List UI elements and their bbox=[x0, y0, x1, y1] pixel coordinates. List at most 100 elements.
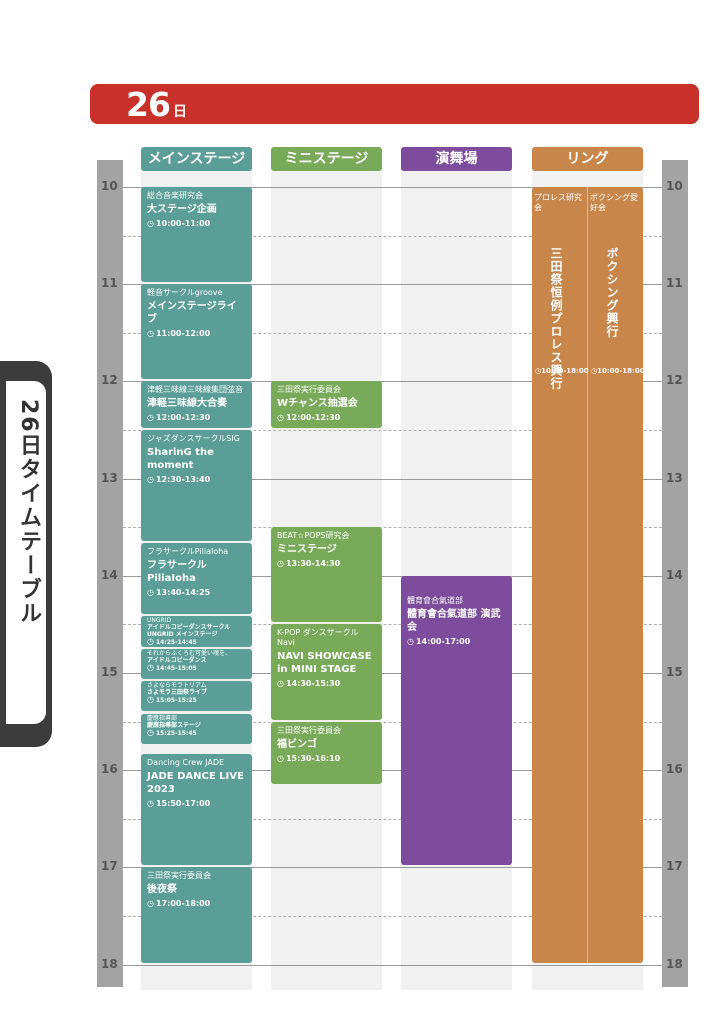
hour-label-left: 12 bbox=[101, 373, 118, 388]
event-time: ◷15:50-17:00 bbox=[147, 799, 246, 809]
event-block[interactable]: 総合音楽研究会大ステージ企画◷10:00-11:00 bbox=[141, 187, 252, 283]
event-time-text: 13:40-14:25 bbox=[155, 588, 211, 598]
side-tab: 26日タイムテーブル bbox=[0, 361, 52, 747]
event-time: ◷15:05-15:25 bbox=[147, 696, 246, 705]
event-title: ミニステージ bbox=[277, 544, 337, 556]
clock-icon: ◷ bbox=[535, 367, 542, 375]
event-block[interactable]: 三田祭実行委員会後夜祭◷17:00-18:00 bbox=[141, 867, 252, 963]
event-time-text: 12:30-13:40 bbox=[155, 475, 211, 484]
left-time-rail bbox=[97, 160, 123, 987]
hour-line bbox=[123, 381, 662, 383]
event-time: ◷17:00-18:00 bbox=[147, 899, 246, 909]
event-organizer: フラサークルPiliaIoha bbox=[147, 547, 229, 557]
event-time: ◷10:00-18:00 bbox=[591, 367, 645, 375]
half-hour-line bbox=[123, 916, 662, 917]
event-block[interactable]: 三田祭実行委員会福ビンゴ◷15:30-16:10 bbox=[271, 721, 382, 785]
event-time-text: 17:00-18:00 bbox=[155, 899, 211, 909]
event-time-text: 14:00-17:00 bbox=[415, 636, 471, 646]
clock-icon: ◷ bbox=[147, 219, 154, 228]
event-title: JADE DANCE LIVE 2023 bbox=[147, 771, 244, 795]
event-time-text: 14:30-15:30 bbox=[285, 679, 341, 689]
half-hour-line bbox=[123, 332, 662, 334]
event-organizer: UNGRID bbox=[147, 617, 172, 625]
hour-line bbox=[123, 284, 662, 286]
event-organizer: Dancing Crew JADE bbox=[147, 758, 225, 767]
event-time-text: 15:30-16:10 bbox=[285, 753, 341, 763]
hour-label-left: 14 bbox=[101, 567, 118, 582]
hour-label-right: 16 bbox=[666, 762, 683, 777]
event-time: ◷11:00-12:00 bbox=[147, 329, 246, 339]
event-block[interactable]: ジャズダンスサークルSIG SharinG the moment ◷12:30-13… bbox=[141, 430, 252, 542]
hour-label-left: 13 bbox=[101, 470, 118, 485]
event-organizer: 體育會合氣道部 bbox=[407, 595, 463, 605]
hour-label-right: 11 bbox=[666, 276, 683, 291]
half-hour-line bbox=[123, 818, 662, 820]
event-block[interactable]: 體育會合氣道部體育會合氣道部 演武会◷14:00-17:00 bbox=[401, 575, 512, 866]
event-time-text: 10:00-18:00 bbox=[541, 367, 589, 375]
event-time: ◷12:00-12:30 bbox=[147, 413, 246, 423]
event-title: 三田祭恒例プロレス興行 bbox=[549, 247, 563, 390]
half-hour-line bbox=[123, 527, 662, 529]
hour-label-left: 17 bbox=[101, 859, 118, 874]
column-header-enbujo: 演舞場 bbox=[401, 147, 512, 171]
event-time-text: 10:00-18:00 bbox=[597, 367, 645, 375]
hour-line bbox=[123, 575, 662, 577]
half-hour-line bbox=[123, 430, 662, 431]
event-time-text: 15:25-15:45 bbox=[155, 729, 197, 737]
event-time: ◷13:30-14:30 bbox=[277, 559, 376, 569]
event-time: ◷15:30-16:10 bbox=[277, 754, 376, 764]
ring-event-time: ◷10:00-18:00 bbox=[535, 367, 589, 375]
ring-event-organizer: ボクシング愛好会 bbox=[590, 193, 642, 213]
ring-event-title: 三田祭恒例プロレス興行 bbox=[548, 247, 565, 390]
event-block[interactable]: さよならモラトリアムさよモラ三田祭ライブ◷15:05-15:25 bbox=[141, 681, 252, 712]
event-time: ◷12:00-12:30 bbox=[277, 413, 376, 423]
ring-event-organizer: プロレス研究会 bbox=[534, 193, 586, 213]
event-title: フラサークルPiliaIoha bbox=[147, 560, 207, 585]
event-time: ◷10:00-11:00 bbox=[147, 219, 246, 229]
event-organizer: ジャズダンスサークルSIG bbox=[147, 434, 240, 443]
column-header-ring: リング bbox=[532, 147, 643, 171]
event-block[interactable]: Dancing Crew JADE JADE DANCE LIVE 2023 ◷15… bbox=[141, 754, 252, 866]
ring-event-title: ボクシング興行 bbox=[604, 247, 621, 338]
clock-icon: ◷ bbox=[147, 662, 154, 672]
clock-icon: ◷ bbox=[147, 329, 154, 339]
event-title: 大ステージ企画 bbox=[147, 204, 217, 215]
hour-label-left: 10 bbox=[101, 179, 118, 193]
event-block[interactable]: 津軽三味線三味線集団弦音津軽三味線大合奏◷12:00-12:30 bbox=[141, 381, 252, 428]
hour-line bbox=[123, 187, 662, 188]
hour-label-right: 10 bbox=[666, 179, 683, 193]
event-organizer: ボクシング愛好会 bbox=[590, 193, 638, 212]
event-organizer: プロレス研究会 bbox=[534, 193, 582, 212]
event-organizer: 軽音サークルgroove bbox=[147, 288, 223, 298]
event-title: 福ビンゴ bbox=[277, 738, 317, 750]
event-organizer: それからふくろむ可愛い魂を、 bbox=[147, 649, 232, 657]
event-time: ◷14:45-15:05 bbox=[147, 662, 246, 672]
hour-line bbox=[123, 964, 662, 966]
event-block[interactable]: BEAT☆POPS研究会ミニステージ ◷13:30-14:30 bbox=[271, 527, 382, 623]
hour-label-right: 17 bbox=[666, 859, 683, 874]
event-block[interactable]: それからふくろむ可愛い魂を、アイドルコピーダンス◷14:45-15:05 bbox=[141, 648, 252, 680]
hour-label-right: 18 bbox=[666, 956, 683, 971]
event-block[interactable]: 慶應指導部慶應指導部ステージ◷15:25-15:45 bbox=[141, 713, 252, 744]
event-title: Wチャンス抽選会 bbox=[277, 398, 358, 410]
event-title: SharinG the moment bbox=[147, 447, 214, 471]
clock-icon: ◷ bbox=[147, 475, 154, 484]
half-hour-line bbox=[123, 624, 662, 626]
hour-label-left: 11 bbox=[101, 276, 118, 291]
event-block[interactable]: フラサークルPiliaIoha フラサークルPiliaIoha ◷13:40-14:… bbox=[141, 543, 252, 615]
clock-icon: ◷ bbox=[407, 636, 414, 646]
hour-label-right: 15 bbox=[666, 665, 683, 679]
half-hour-line bbox=[123, 235, 662, 237]
event-title: 津軽三味線大合奏 bbox=[147, 398, 227, 410]
event-title: アイドルコピーダンスサークルUNGRID メインステージ bbox=[147, 624, 231, 639]
clock-icon: ◷ bbox=[591, 367, 598, 375]
clock-icon: ◷ bbox=[147, 588, 154, 598]
event-organizer: BEAT☆POPS研究会 bbox=[277, 531, 350, 541]
clock-icon: ◷ bbox=[277, 413, 284, 423]
clock-icon: ◷ bbox=[147, 727, 154, 737]
hour-line bbox=[123, 673, 662, 674]
